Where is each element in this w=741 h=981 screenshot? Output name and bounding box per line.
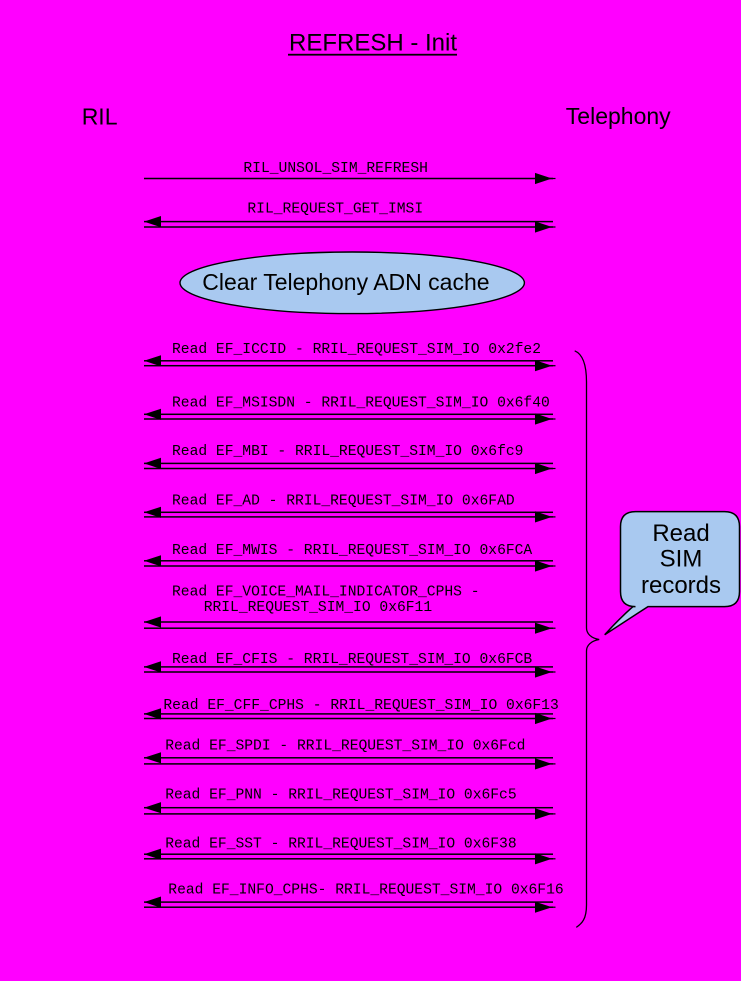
svg-text:SIM: SIM [660, 546, 703, 573]
svg-text:RRIL_REQUEST_SIM_IO 0x6F11: RRIL_REQUEST_SIM_IO 0x6F11 [204, 600, 433, 616]
svg-text:Read EF_SPDI - RRIL_REQUEST_SI: Read EF_SPDI - RRIL_REQUEST_SIM_IO 0x6Fc… [165, 738, 525, 754]
svg-text:Read EF_SST - RRIL_REQUEST_SIM: Read EF_SST - RRIL_REQUEST_SIM_IO 0x6F38 [165, 836, 516, 852]
svg-text:Read EF_MWIS - RRIL_REQUEST_SI: Read EF_MWIS - RRIL_REQUEST_SIM_IO 0x6FC… [172, 543, 532, 559]
svg-text:Clear Telephony ADN cache: Clear Telephony ADN cache [202, 269, 489, 295]
svg-text:Read EF_MBI - RRIL_REQUEST_SIM: Read EF_MBI - RRIL_REQUEST_SIM_IO 0x6fc9 [172, 444, 523, 460]
svg-text:Read EF_CFF_CPHS - RRIL_REQUES: Read EF_CFF_CPHS - RRIL_REQUEST_SIM_IO 0… [163, 698, 558, 714]
svg-text:Read EF_INFO_CPHS- RRIL_REQUES: Read EF_INFO_CPHS- RRIL_REQUEST_SIM_IO 0… [168, 883, 563, 899]
svg-text:REFRESH - Init: REFRESH - Init [289, 30, 457, 57]
svg-text:RIL_REQUEST_GET_IMSI: RIL_REQUEST_GET_IMSI [247, 201, 423, 217]
svg-text:RIL_UNSOL_SIM_REFRESH: RIL_UNSOL_SIM_REFRESH [243, 161, 428, 177]
svg-text:Read EF_AD - RRIL_REQUEST_SIM_: Read EF_AD - RRIL_REQUEST_SIM_IO 0x6FAD [172, 493, 515, 509]
svg-text:Read EF_MSISDN - RRIL_REQUEST_: Read EF_MSISDN - RRIL_REQUEST_SIM_IO 0x6… [172, 396, 550, 412]
svg-text:Read EF_VOICE_MAIL_INDICATOR_C: Read EF_VOICE_MAIL_INDICATOR_CPHS - [172, 584, 480, 600]
svg-text:RIL: RIL [82, 103, 118, 129]
svg-text:Read EF_CFIS - RRIL_REQUEST_SI: Read EF_CFIS - RRIL_REQUEST_SIM_IO 0x6FC… [172, 652, 532, 668]
svg-text:Read EF_ICCID - RRIL_REQUEST_S: Read EF_ICCID - RRIL_REQUEST_SIM_IO 0x2f… [172, 342, 541, 358]
svg-text:records: records [641, 572, 721, 599]
svg-text:Read EF_PNN - RRIL_REQUEST_SIM: Read EF_PNN - RRIL_REQUEST_SIM_IO 0x6Fc5 [165, 787, 516, 803]
svg-text:Read: Read [652, 520, 709, 547]
svg-text:Telephony: Telephony [566, 103, 671, 129]
